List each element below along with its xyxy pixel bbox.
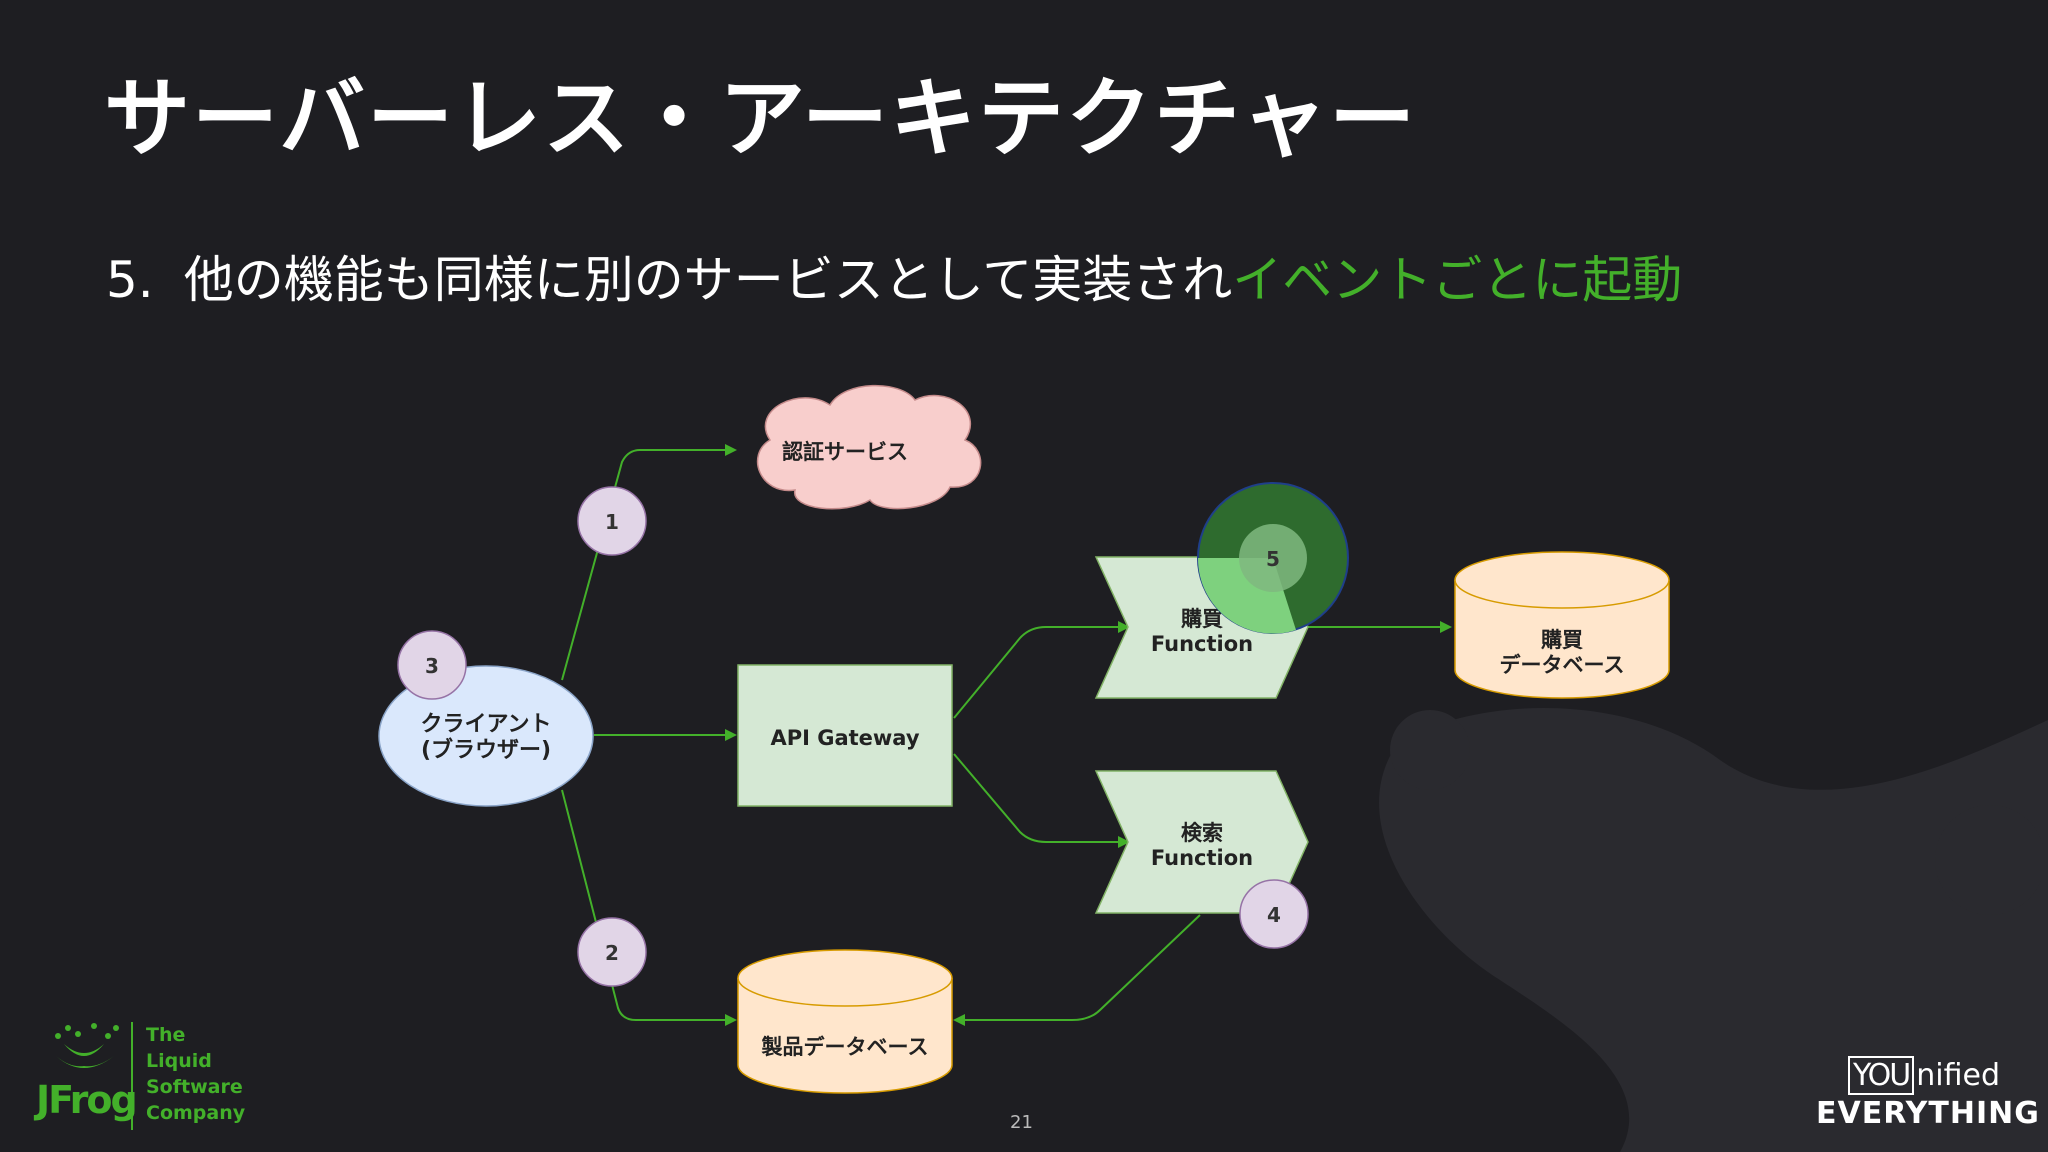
search-function-label-line2: Function <box>1151 846 1253 870</box>
purchase-function-label-line2: Function <box>1151 632 1253 656</box>
arrow-gateway-to-purchase-fn <box>953 621 1130 719</box>
tagline-line: Liquid <box>146 1050 212 1072</box>
background-splash-shape <box>1379 707 2048 1152</box>
product-database-label: 製品データベース <box>761 1035 929 1059</box>
arrow-client-to-auth <box>561 444 737 681</box>
svg-text:4: 4 <box>1267 903 1281 927</box>
api-gateway-label: API Gateway <box>770 726 919 750</box>
svg-text:5: 5 <box>1266 547 1280 571</box>
arrow-client-to-productdb <box>561 789 737 1026</box>
brand-wordmark: JFrog <box>36 1078 138 1122</box>
tagline-line: The <box>146 1024 186 1046</box>
client-label-line1: クライアント <box>420 712 551 737</box>
api-gateway-node: API Gateway <box>737 664 953 807</box>
svg-text:3: 3 <box>425 654 439 678</box>
badge-3: 3 <box>397 630 467 700</box>
purchase-database-node: 購買 データベース <box>1454 551 1670 699</box>
client-label-line2: (ブラウザー) <box>421 737 551 763</box>
page-number: 21 <box>1010 1112 1033 1133</box>
auth-service-label: 認証サービス <box>782 440 908 464</box>
badge-2: 2 <box>577 917 647 987</box>
bullet-point: 5. 他の機能も同様に別のサービスとして実装されイベントごとに起動 <box>106 240 1682 312</box>
purchase-function-label-line1: 購買 <box>1180 607 1223 631</box>
bullet-text: 他の機能も同様に別のサービスとして実装され <box>183 251 1233 309</box>
svg-text:2: 2 <box>605 941 619 965</box>
tagline-line: Software <box>146 1076 243 1098</box>
tagline-line: Company <box>146 1102 246 1124</box>
client-browser-node: クライアント (ブラウザー) <box>378 665 594 807</box>
frog-icon <box>55 1022 133 1130</box>
auth-service-node: 認証サービス <box>756 384 982 510</box>
purchase-database-label-line2: データベース <box>1500 653 1625 677</box>
search-function-node: 検索 Function <box>1094 770 1309 914</box>
search-function-label-line1: 検索 <box>1181 821 1223 845</box>
unified-rest: nified <box>1916 1058 2001 1093</box>
everything-slogan: EVERYTHING <box>1816 1096 2040 1131</box>
product-database-node: 製品データベース <box>737 949 953 1094</box>
brand-tagline: The Liquid Software Company <box>146 1022 245 1126</box>
slide-title: サーバーレス・アーキテクチャー <box>104 69 1418 169</box>
arrow-search-fn-to-productdb <box>953 914 1201 1026</box>
badge-4: 4 <box>1239 879 1309 949</box>
bullet-highlight: イベントごとに起動 <box>1232 251 1683 309</box>
badge-5-highlight: 5 <box>1197 482 1349 634</box>
badge-1: 1 <box>577 486 647 556</box>
arrow-gateway-to-search-fn <box>953 753 1130 848</box>
bullet-number: 5. <box>106 251 154 309</box>
purchase-database-label-line1: 購買 <box>1540 628 1583 652</box>
svg-text:1: 1 <box>605 510 619 534</box>
unified-you: YOU <box>1848 1056 1915 1095</box>
